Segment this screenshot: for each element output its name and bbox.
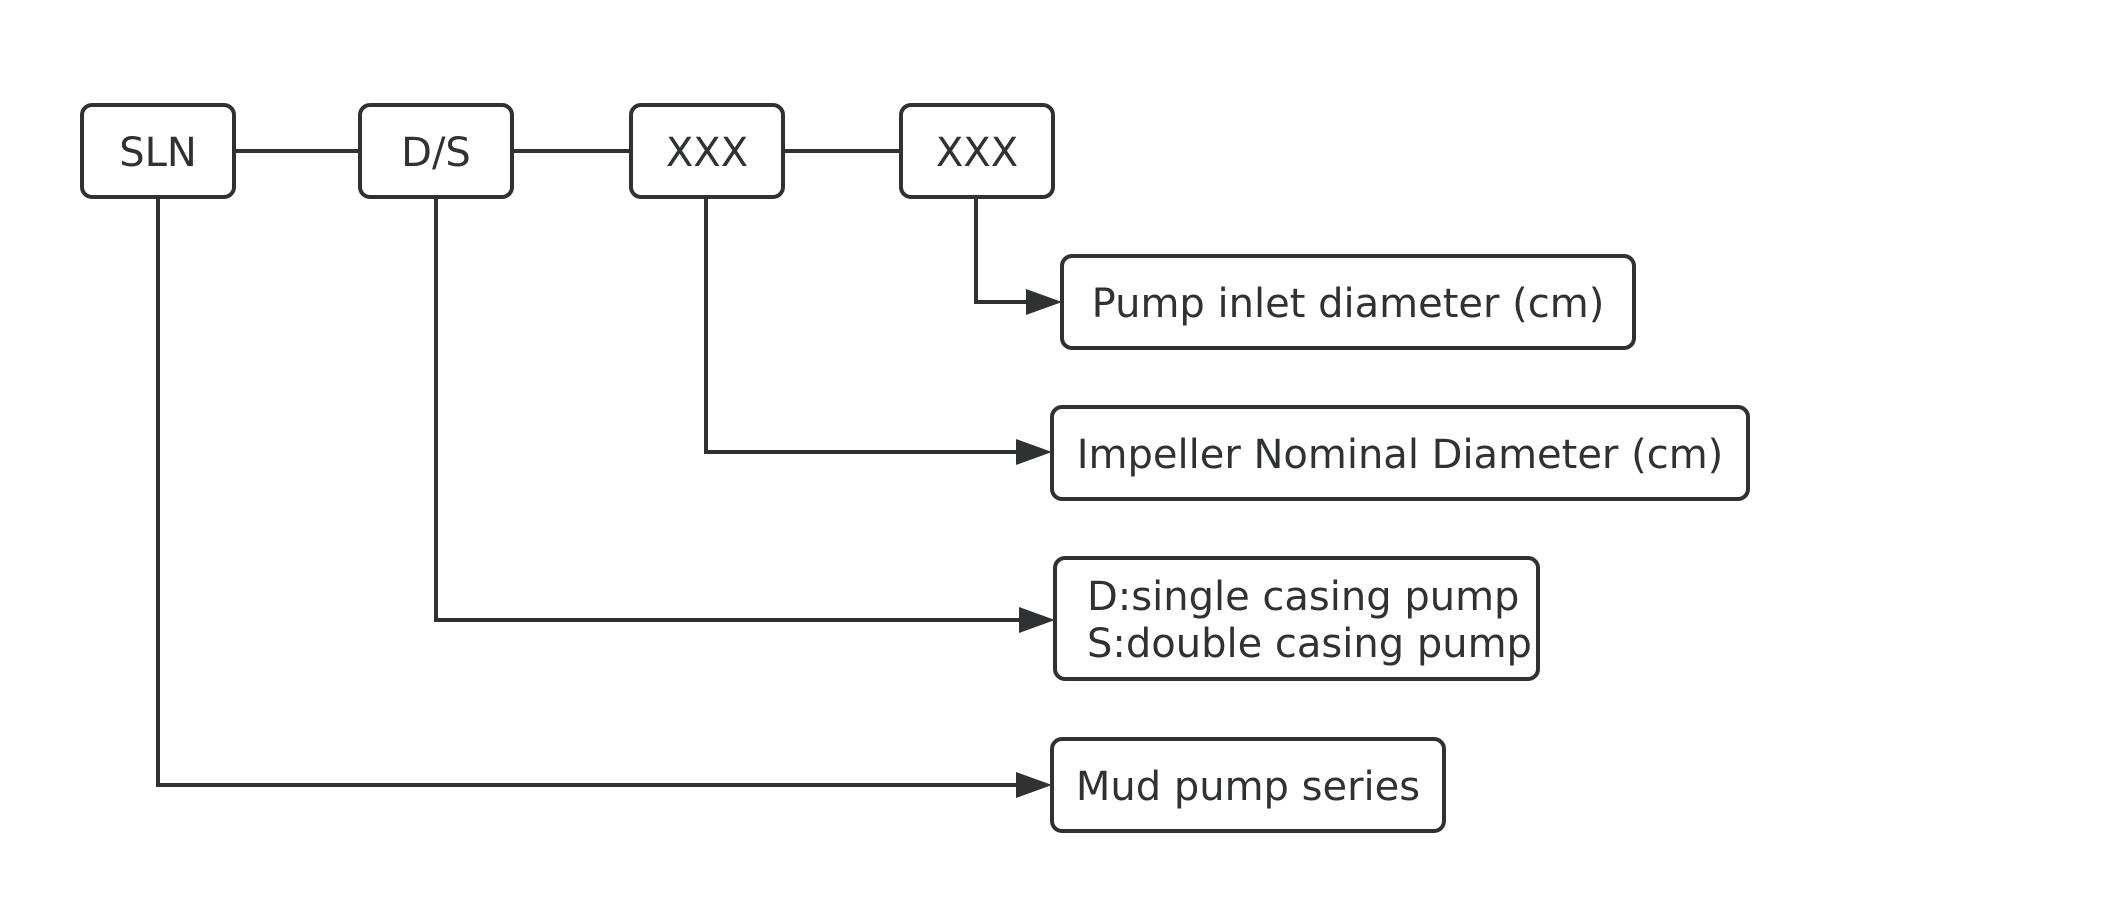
connector-impeller [704, 197, 1020, 454]
connector-inlet [974, 197, 1030, 304]
description-box-inlet: Pump inlet diameter (cm) [1060, 254, 1636, 350]
arrow-impeller-icon [1016, 439, 1052, 465]
code-box-inlet-label: XXX [936, 130, 1018, 176]
description-box-casing: D:single casing pump S:double casing pum… [1053, 556, 1540, 681]
arrow-inlet-icon [1026, 289, 1062, 315]
code-box-impeller: XXX [629, 103, 785, 199]
description-casing-line1: D:single casing pump [1087, 574, 1519, 620]
code-box-series: SLN [80, 103, 236, 199]
description-series-label: Mud pump series [1076, 764, 1420, 810]
description-impeller-label: Impeller Nominal Diameter (cm) [1077, 432, 1724, 478]
code-box-inlet: XXX [899, 103, 1055, 199]
code-box-casing-label: D/S [401, 130, 471, 176]
code-box-casing: D/S [358, 103, 514, 199]
arrow-series-icon [1016, 772, 1052, 798]
connector-casing [434, 197, 1023, 622]
arrow-casing-icon [1019, 607, 1055, 633]
connector-series [156, 197, 1020, 787]
description-casing-line2: S:double casing pump [1087, 621, 1532, 667]
description-box-impeller: Impeller Nominal Diameter (cm) [1050, 405, 1750, 501]
code-box-series-label: SLN [119, 130, 197, 176]
description-inlet-label: Pump inlet diameter (cm) [1092, 281, 1605, 327]
code-box-impeller-label: XXX [666, 130, 748, 176]
description-box-series: Mud pump series [1050, 737, 1446, 833]
